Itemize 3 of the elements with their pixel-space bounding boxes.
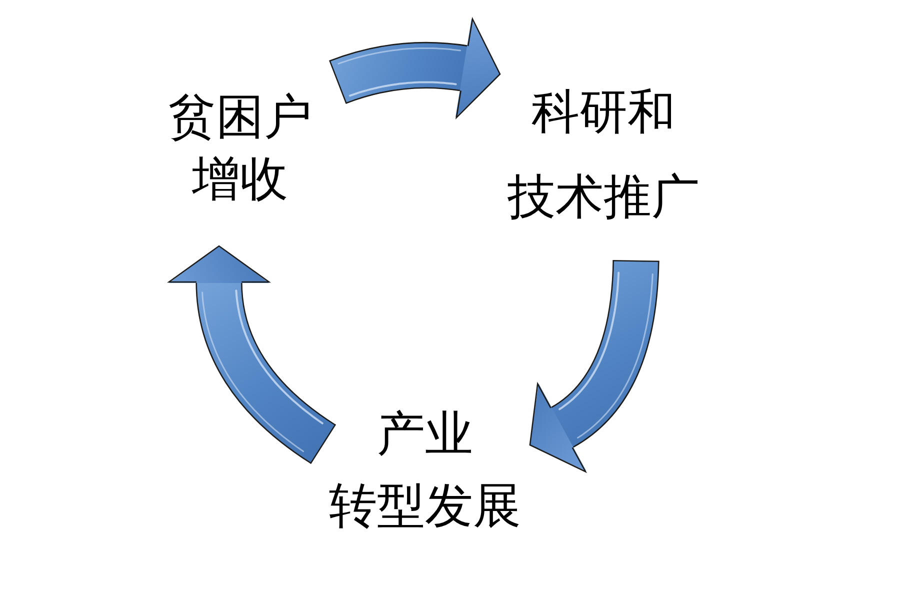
step-label: 产业转型发展 xyxy=(324,399,532,543)
step-label: 贫困户增收 xyxy=(167,72,337,248)
step-label: 科研和技术推广 xyxy=(499,52,701,260)
